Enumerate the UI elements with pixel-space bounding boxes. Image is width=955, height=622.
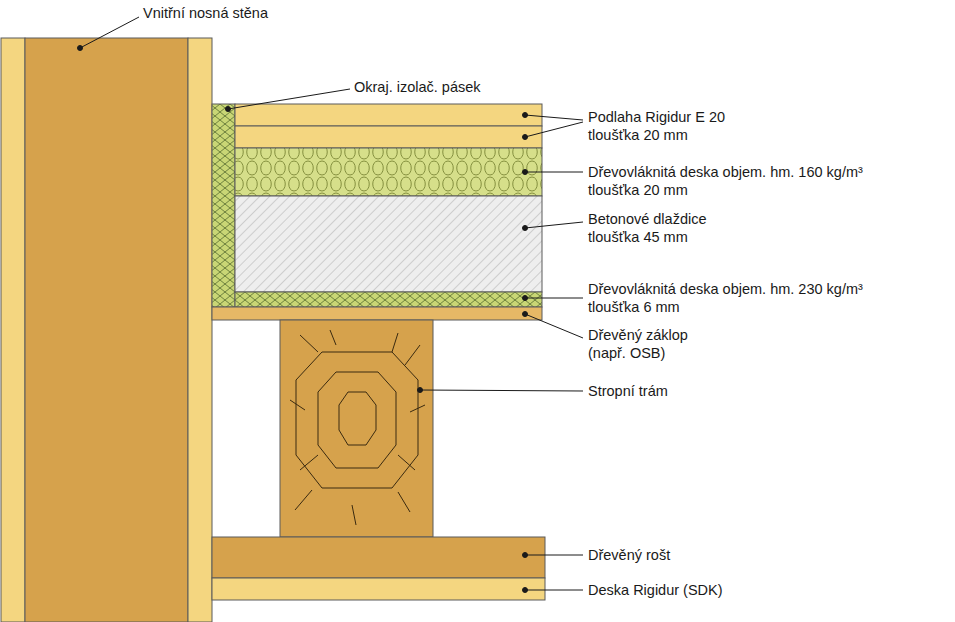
rigidur-ceiling-board — [212, 578, 545, 600]
wall-core — [25, 38, 188, 622]
fiberboard-160 — [235, 148, 542, 196]
part-label: Dřevěný rošt — [588, 546, 788, 564]
rigidur-floor-bottom — [235, 126, 542, 148]
part-label: Stropní trám — [588, 382, 788, 400]
wall-board-left — [1, 38, 25, 622]
edge-insulation-strip — [212, 104, 235, 307]
part-label: Dřevěný záklop (např. OSB) — [588, 326, 718, 362]
part-label: Dřevovláknitá deska objem. hm. 230 kg/m³… — [588, 280, 918, 316]
beam-growth-rings — [290, 330, 425, 525]
part-label: Okraj. izolač. pásek — [354, 78, 554, 96]
ceiling-beam — [280, 320, 433, 537]
part-label: Podlaha Rigidur E 20 tloušťka 20 mm — [588, 108, 758, 144]
osb-decking — [212, 307, 542, 320]
rigidur-floor-top — [235, 104, 542, 126]
fiberboard-230 — [235, 292, 542, 307]
leader-lines — [78, 17, 584, 593]
part-label: Vnitřní nosná stěna — [143, 4, 383, 22]
timber-battens — [212, 537, 545, 578]
part-label: Dřevovláknitá deska objem. hm. 160 kg/m³… — [588, 163, 918, 199]
part-label: Deska Rigidur (SDK) — [588, 581, 808, 599]
concrete-tiles — [235, 196, 542, 292]
part-label: Betonové dlaždice tloušťka 45 mm — [588, 210, 758, 246]
wall-board-right — [188, 38, 212, 622]
